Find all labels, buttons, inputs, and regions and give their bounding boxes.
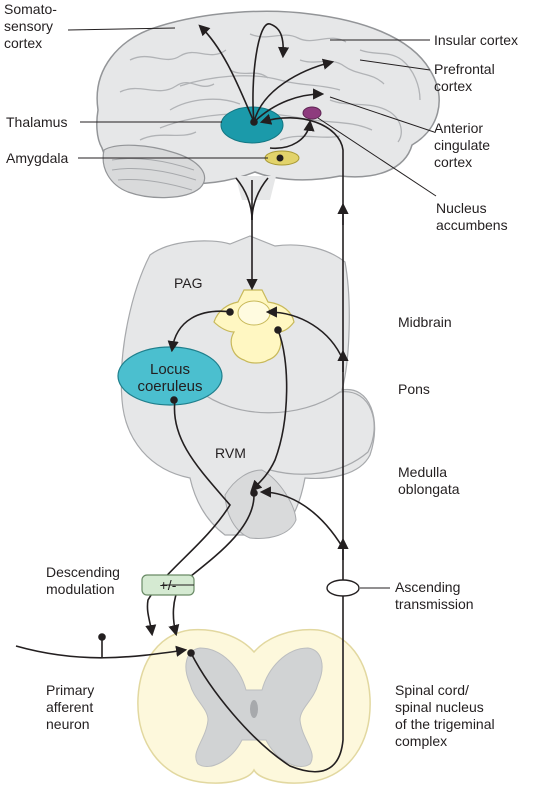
ascending-to-pag (265, 306, 344, 361)
pag-to-rvm (250, 329, 288, 492)
label-amygdala: Amygdala (6, 150, 68, 166)
label-insular-cortex: Insular cortex (434, 32, 518, 48)
primary-afferent-axon (15, 645, 188, 659)
pathways (15, 23, 349, 773)
ascending-to-rvm (259, 486, 344, 549)
label-thalamus: Thalamus (6, 114, 67, 130)
label-pons: Pons (398, 381, 430, 397)
thalamus-to-anterior-cingulate (253, 88, 325, 123)
central-canal (250, 700, 258, 718)
brainstem (120, 235, 376, 539)
spinal-cord-section (137, 628, 371, 784)
cell-bodies (98, 118, 284, 657)
thalamus-to-insular (252, 23, 290, 123)
thalamus-to-prefrontal (253, 58, 335, 123)
ascending-to-thalamus (259, 113, 344, 205)
label-modulation-sign: +/- (160, 577, 177, 593)
thalamus-to-nucleus-accumbens (269, 119, 315, 149)
thalamus-to-somatosensory (198, 24, 255, 123)
label-midbrain: Midbrain (398, 314, 452, 330)
pag-center (237, 300, 271, 326)
pag-to-locus-coeruleus (167, 310, 233, 353)
label-rvm: RVM (215, 445, 246, 461)
nucleus-accumbens-nucleus (302, 106, 322, 120)
pons-bulge (197, 389, 375, 475)
label-pag: PAG (174, 275, 203, 291)
midbrain-pons-region (120, 235, 376, 536)
ascending-transmission-marker (326, 579, 360, 597)
cerebellum-folia (111, 158, 197, 191)
leader-lines (67, 27, 437, 589)
locus-descending (145, 399, 231, 637)
ascending-tract (190, 205, 344, 773)
